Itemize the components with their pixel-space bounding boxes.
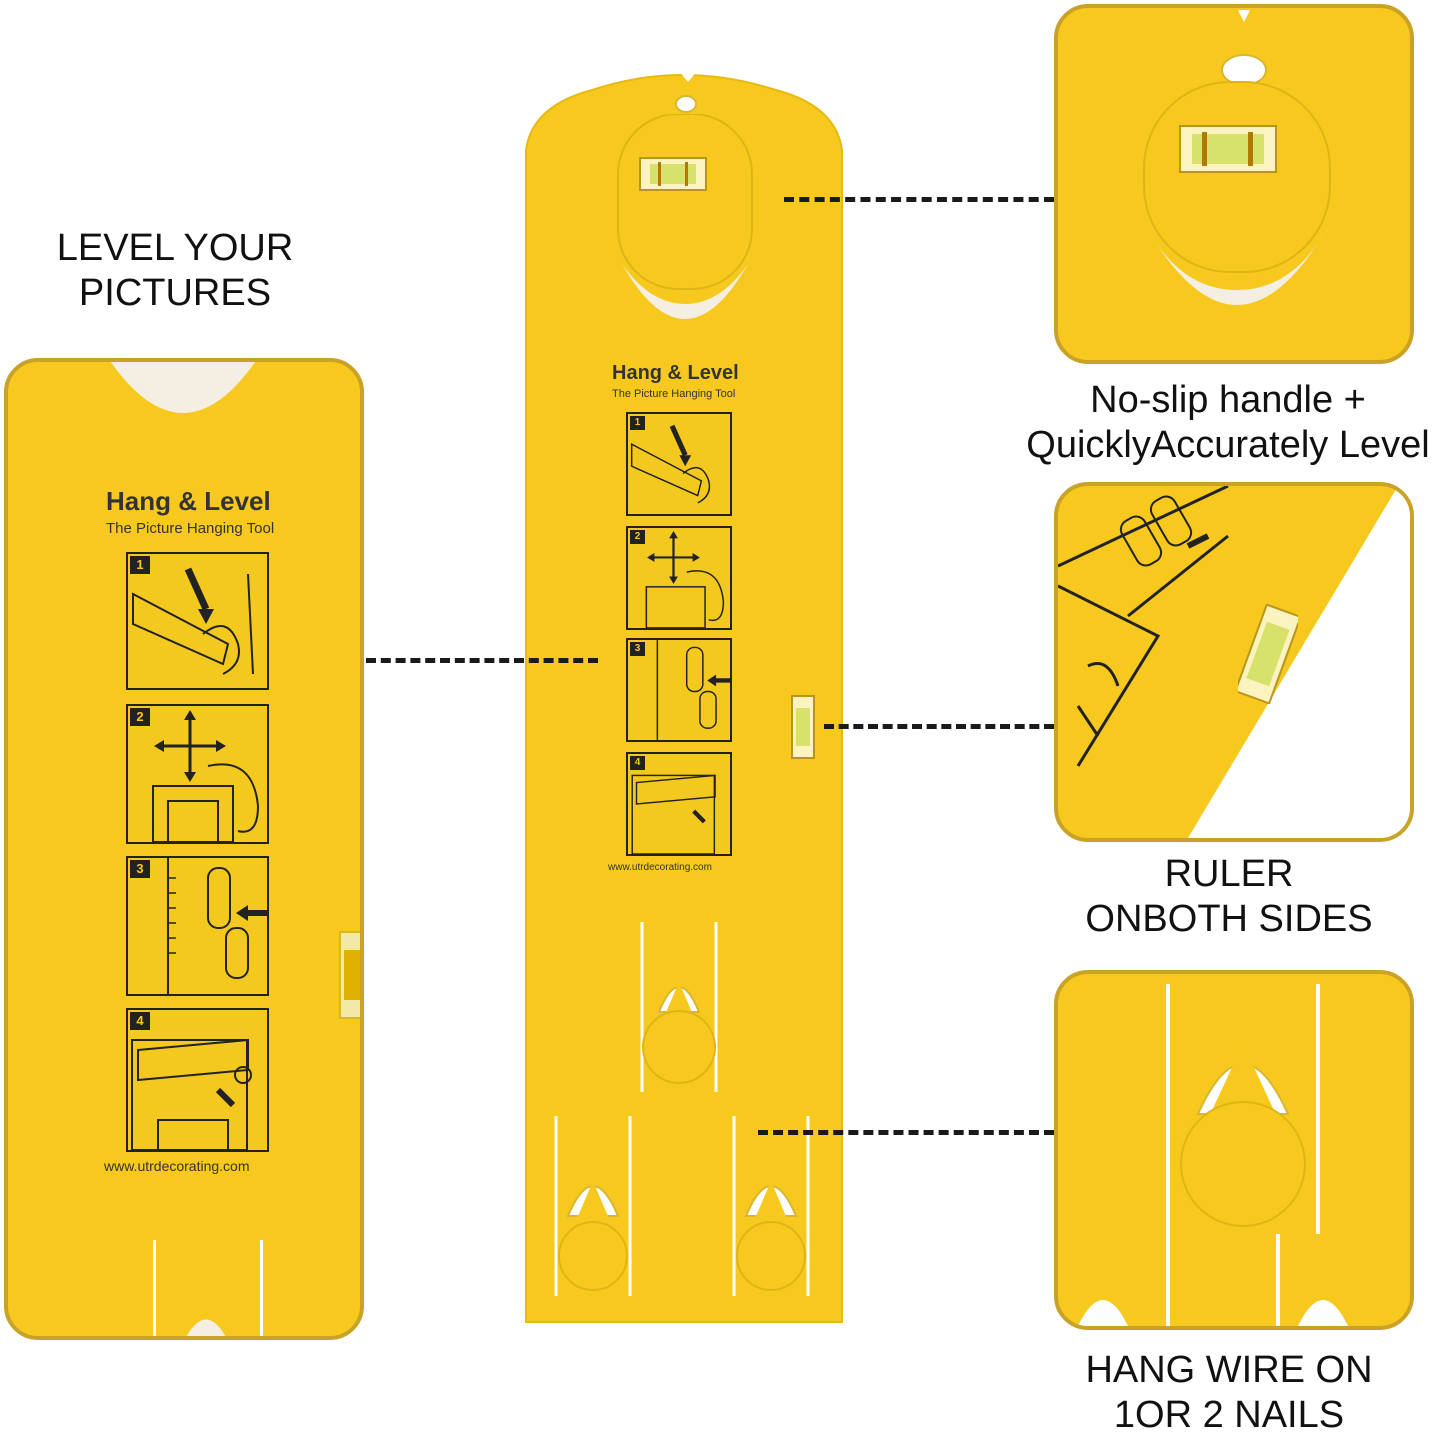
caption-level-your-pictures: LEVEL YOUR PICTURES — [20, 226, 330, 316]
step-illustration-icon — [132, 567, 254, 675]
brand-subtitle: The Picture Hanging Tool — [612, 388, 736, 400]
caption-line-2: 1OR 2 NAILS — [1113, 1394, 1345, 1436]
brand-title: Hang & Level — [106, 486, 271, 516]
step-number: 3 — [630, 642, 645, 656]
bubble-level-icon — [639, 157, 707, 191]
leader-line-ruler — [824, 724, 1054, 729]
bubble-level-icon — [791, 695, 815, 759]
step-illustration-icon — [152, 710, 260, 843]
step-2-illustration: 2 — [126, 704, 269, 844]
step-number: 1 — [630, 416, 645, 430]
brand-subtitle: The Picture Hanging Tool — [106, 520, 275, 537]
step-illustration-icon — [645, 531, 725, 629]
caption-line-1: RULER — [1164, 853, 1294, 895]
step-number: 2 — [130, 708, 150, 726]
nail-hook-icon — [732, 1116, 810, 1296]
caption-line-1: No-slip handle + — [1090, 379, 1366, 421]
step-number: 1 — [130, 556, 150, 574]
nail-hook-icon — [1078, 1234, 1348, 1326]
handle-icon — [1143, 81, 1331, 305]
step-number: 3 — [130, 860, 150, 878]
step-illustration-icon — [167, 858, 268, 994]
caption-line-1: HANG WIRE ON — [1085, 1349, 1373, 1391]
leader-line-wire — [758, 1130, 1054, 1135]
nail-hook-icon — [1166, 984, 1320, 1234]
step-illustration-icon — [656, 640, 731, 740]
website-url: www.utrdecorating.com — [104, 1158, 250, 1174]
step-number: 4 — [630, 756, 645, 770]
website-url: www.utrdecorating.com — [608, 862, 712, 873]
caption-line-2: PICTURES — [78, 272, 272, 314]
step-illustration-icon — [131, 1038, 252, 1151]
zoom-panel-handle — [1054, 4, 1414, 364]
brand-title: Hang & Level — [612, 362, 739, 384]
step-number: 2 — [630, 530, 645, 544]
zoom-panel-ruler — [1054, 482, 1414, 842]
step-4-illustration: 4 — [626, 752, 732, 856]
caption-ruler: RULER ONBOTH SIDES — [1014, 852, 1444, 942]
caption-hang-wire: HANG WIRE ON 1OR 2 NAILS — [1014, 1348, 1444, 1438]
handle-icon — [110, 362, 256, 413]
step-number: 4 — [130, 1012, 150, 1030]
bubble-level-icon — [339, 931, 360, 1019]
handle-icon — [617, 114, 753, 319]
caption-line-2: QuicklyAccurately Level — [1026, 424, 1430, 466]
zoom-panel-hang-wire — [1054, 970, 1414, 1330]
caption-no-slip-handle: No-slip handle + QuicklyAccurately Level — [1010, 378, 1446, 468]
caption-line-2: ONBOTH SIDES — [1085, 898, 1373, 940]
caption-line-1: LEVEL YOUR — [56, 227, 294, 269]
step-3-illustration: 3 — [126, 856, 269, 996]
nail-hook-icon — [554, 1116, 632, 1296]
step-4-illustration: 4 — [126, 1008, 269, 1152]
picture-hanging-tool: Hang & Level The Picture Hanging Tool 1 … — [522, 66, 846, 1326]
nail-hook-icon — [640, 922, 718, 1092]
step-3-illustration: 3 — [626, 638, 732, 742]
step-1-illustration: 1 — [626, 412, 732, 516]
zoom-panel-instructions: Hang & Level The Picture Hanging Tool 1 … — [4, 358, 364, 1340]
nail-hook-icon — [186, 1319, 226, 1336]
step-illustration-icon — [630, 424, 711, 504]
bubble-level-icon — [1238, 604, 1298, 704]
leader-line-instructions — [366, 658, 598, 663]
nail-slot — [260, 1240, 263, 1336]
leader-line-handle — [784, 197, 1054, 202]
bubble-level-icon — [1179, 125, 1277, 173]
step-1-illustration: 1 — [126, 552, 269, 690]
step-2-illustration: 2 — [626, 526, 732, 630]
nail-slot — [153, 1240, 156, 1336]
